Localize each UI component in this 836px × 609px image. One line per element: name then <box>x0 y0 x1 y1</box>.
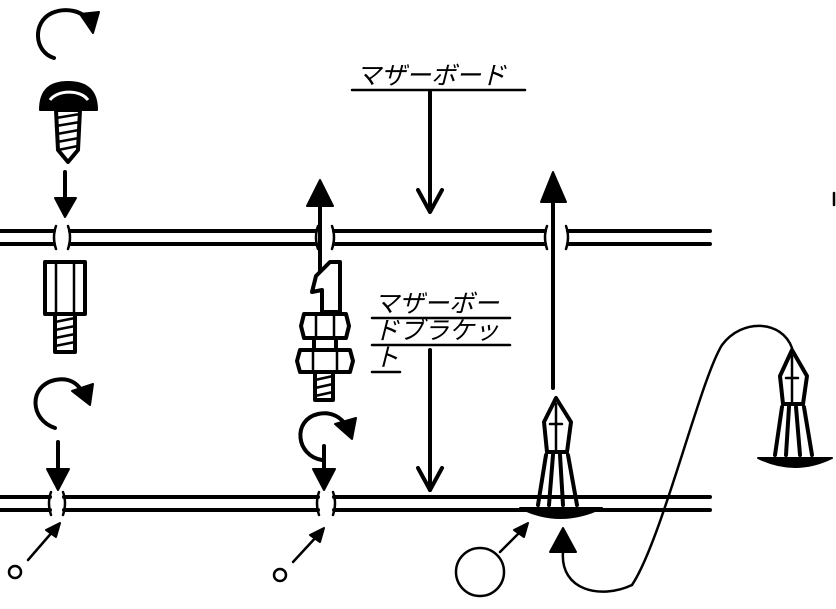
screw-head-highlight <box>48 90 90 102</box>
middle-rotate-arrowhead <box>334 417 357 440</box>
lower-nut-faces <box>311 350 339 372</box>
screw-down-arrowhead <box>54 197 77 218</box>
detached-clip-base-cup <box>757 457 833 468</box>
bracket-hole-middle <box>315 490 337 517</box>
motherboard-hole-left <box>52 224 72 251</box>
screw-rotate-arrow-icon <box>36 8 90 60</box>
nut-standoff-threads <box>313 374 335 398</box>
standoff-rotate-arrowhead <box>71 383 94 406</box>
nut-standoff-top <box>310 260 342 314</box>
bracket-rail <box>0 490 712 517</box>
bracket-pointer-arrowhead <box>416 466 444 492</box>
clip-spear-detail <box>548 402 564 452</box>
left-hole-pointer-arrowhead <box>45 522 61 538</box>
screw-head <box>39 81 98 111</box>
middle-hole-pointer-arrowhead <box>309 527 325 543</box>
middle-up-arrowhead <box>306 179 334 207</box>
motherboard-label: マザーボード <box>356 61 507 90</box>
motherboard-hole-right <box>543 224 570 251</box>
upper-nut-faces <box>314 314 336 338</box>
bracket-label-group: マザーボー ドブラケッ ト <box>370 289 512 492</box>
clip-up-arrowhead <box>540 171 567 203</box>
clip-legs <box>536 453 579 507</box>
standoff-rotate-arrow-icon <box>33 377 84 430</box>
screw-threads <box>54 112 82 152</box>
standoff-down-arrowhead <box>46 468 70 491</box>
screw-rotate-arrowhead <box>79 11 100 34</box>
left-hole-pointer-line <box>26 528 56 562</box>
nut-standoff-upper-nut <box>299 312 351 340</box>
clip-return-arrowhead <box>549 527 577 553</box>
hex-standoff-body <box>43 260 87 316</box>
clip-hole-indicator <box>454 546 506 598</box>
clip-base-cup <box>519 507 603 519</box>
middle-down-arrowhead <box>312 468 336 491</box>
detached-clip-legs <box>773 405 814 457</box>
clip-return-curve-arrow <box>561 324 794 593</box>
motherboard-label-group: マザーボード <box>350 61 527 214</box>
motherboard-rail <box>0 224 712 251</box>
clip-hole-pointer-arrowhead <box>513 522 529 538</box>
motherboard-pointer-arrowhead <box>416 188 444 214</box>
bracket-label-line3: ト <box>374 343 399 372</box>
bracket-hole-left <box>47 490 67 517</box>
motherboard-hole-middle <box>314 224 336 251</box>
hex-standoff-faces <box>54 262 76 314</box>
middle-hole-pointer-line <box>291 533 320 564</box>
left-assembly <box>7 8 100 580</box>
middle-hole-indicator <box>272 567 288 583</box>
hex-standoff-threads <box>53 316 77 348</box>
nut-standoff-lower-nut <box>295 348 355 374</box>
detached-clip-spear-detail <box>784 354 800 404</box>
right-assembly <box>454 171 833 598</box>
left-hole-indicator <box>7 564 23 580</box>
bracket-label-line2: ドブラケッ <box>374 316 499 345</box>
bracket-label-line1: マザーボー <box>374 289 500 318</box>
middle-assembly <box>272 179 357 583</box>
middle-rotate-arrow-icon <box>298 411 348 462</box>
